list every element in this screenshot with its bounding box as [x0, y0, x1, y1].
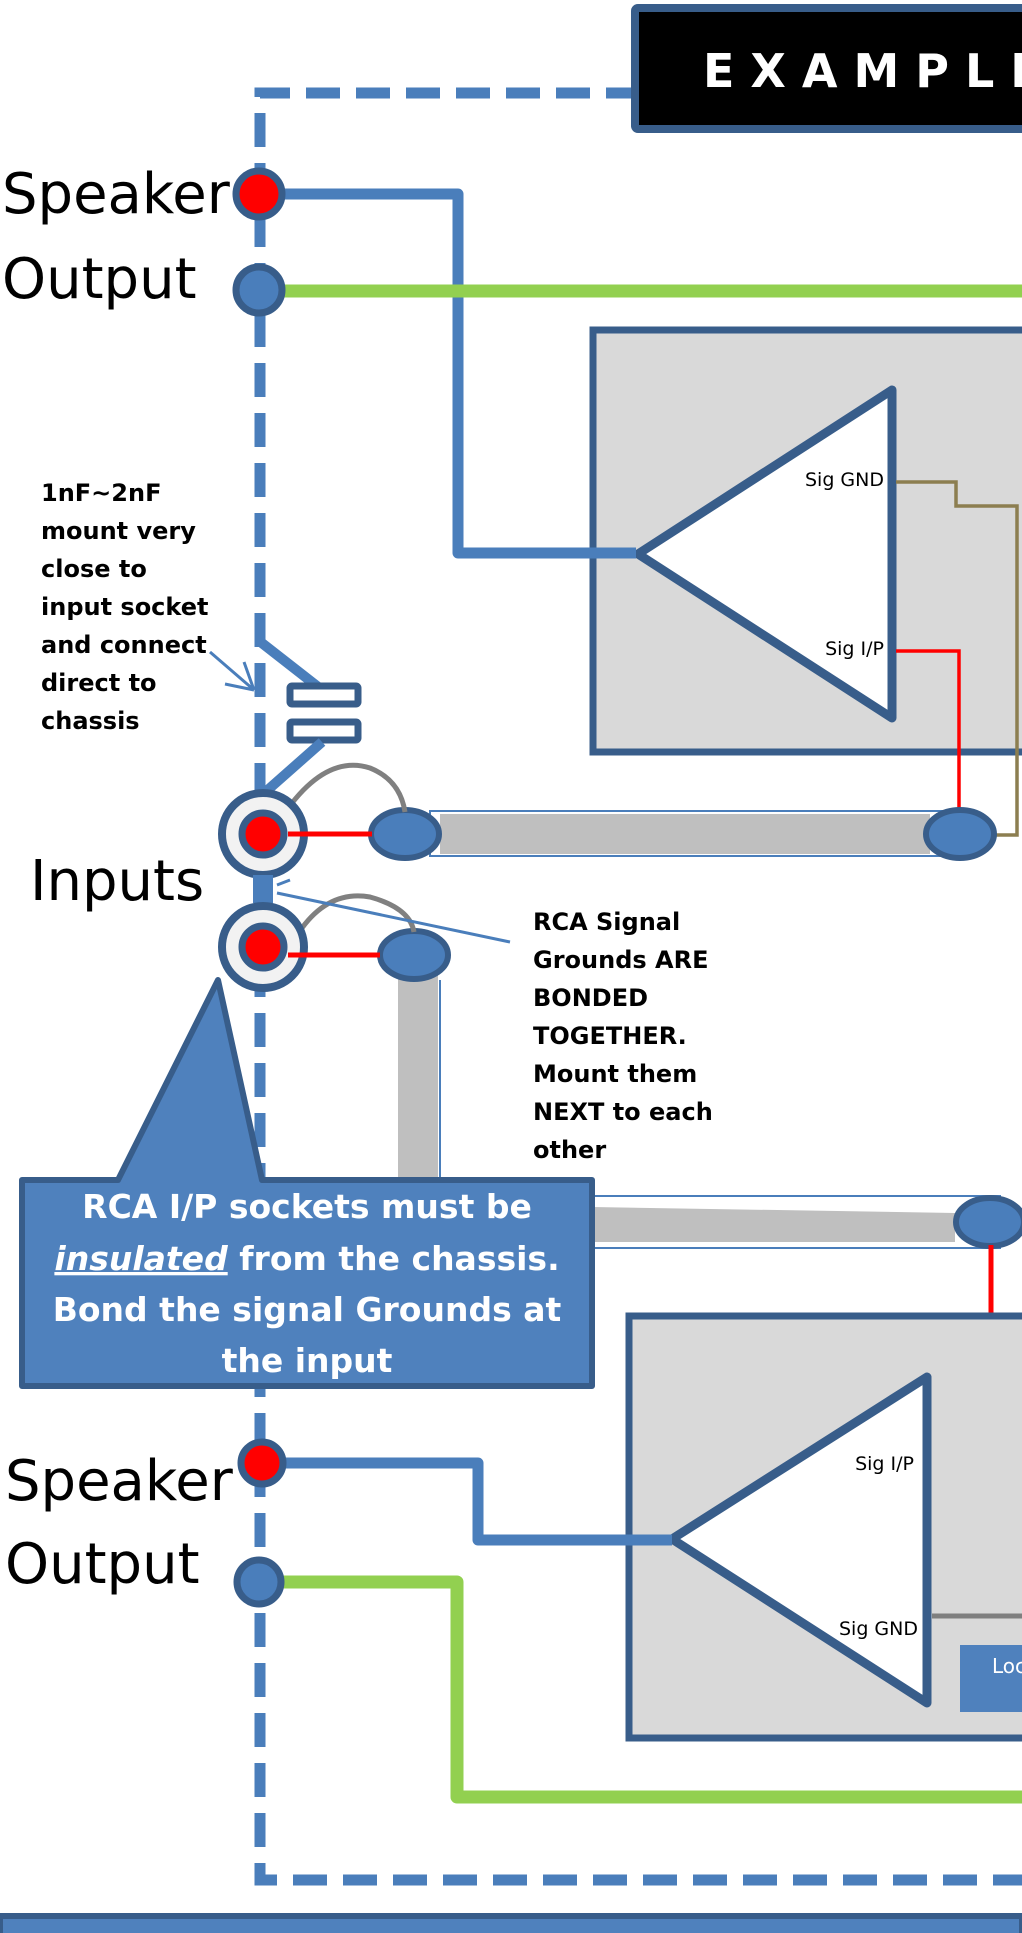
- rca-note: RCA Signal Grounds ARE BONDED TOGETHER. …: [533, 908, 713, 1164]
- amp-bottom-pin-input: Sig I/P: [855, 1453, 914, 1475]
- capacitor: [254, 636, 362, 799]
- speaker-wire-bottom-return: [280, 1575, 1022, 1804]
- svg-text:mount very: mount very: [41, 517, 196, 545]
- speaker-output-top-line2: Output: [2, 247, 197, 312]
- svg-text:TOGETHER.: TOGETHER.: [533, 1022, 687, 1050]
- local-box: [960, 1645, 1022, 1712]
- svg-text:direct to: direct to: [41, 669, 157, 697]
- speaker-terminal-bottom-positive: [237, 1438, 287, 1488]
- bottom-bar: [0, 1913, 1022, 1933]
- amp-top-pin-gnd: Sig GND: [805, 469, 884, 491]
- local-box-label: Loc: [992, 1654, 1022, 1678]
- speaker-terminal-top-positive: [232, 167, 286, 221]
- speaker-wire-top-positive: [280, 188, 636, 559]
- speaker-output-top-line1: Speaker: [2, 162, 231, 227]
- rca-socket-2: [218, 893, 417, 992]
- amp-bottom-pin-gnd: Sig GND: [839, 1618, 918, 1640]
- inputs-label: Inputs: [30, 849, 204, 914]
- shielded-cable-1: [368, 807, 997, 861]
- rca-socket-1: [218, 762, 408, 879]
- svg-text:RCA Signal: RCA Signal: [533, 908, 680, 936]
- speaker-output-bottom-line1: Speaker: [5, 1449, 234, 1514]
- svg-text:Bond the signal Grounds at: Bond the signal Grounds at: [53, 1290, 562, 1329]
- ground-wire-top: [896, 480, 1019, 837]
- svg-text:1nF~2nF: 1nF~2nF: [41, 479, 161, 507]
- svg-text:close to: close to: [41, 555, 147, 583]
- ground-bond-strap: [253, 875, 273, 903]
- insulation-callout: RCA I/P sockets must be insulated from t…: [19, 977, 595, 1389]
- signal-wire-top: [896, 649, 961, 822]
- title-text: EXAMPLE: [703, 44, 1022, 98]
- svg-text:Mount them: Mount them: [533, 1060, 697, 1088]
- speaker-output-bottom-line2: Output: [5, 1532, 200, 1597]
- svg-text:BONDED: BONDED: [533, 984, 648, 1012]
- callout-emphasis: insulated: [54, 1239, 228, 1278]
- title-banner: EXAMPLE: [631, 4, 1022, 133]
- shielded-cable-2: [377, 928, 1022, 1249]
- amplifier-bottom: Sig I/P Sig GND Loc: [625, 1312, 1022, 1742]
- amplifier-top: Sig GND Sig I/P: [589, 326, 1022, 756]
- svg-text:chassis: chassis: [41, 707, 140, 735]
- speaker-terminal-bottom-negative: [233, 1556, 285, 1608]
- capacitor-note: 1nF~2nF mount very close to input socket…: [41, 479, 208, 735]
- svg-text:input socket: input socket: [41, 593, 208, 621]
- svg-text:and connect: and connect: [41, 631, 207, 659]
- svg-text:NEXT to each: NEXT to each: [533, 1098, 713, 1126]
- rca-note-pointer: [276, 878, 511, 944]
- svg-text:insulated from the chassis.: insulated from the chassis.: [54, 1239, 559, 1278]
- svg-text:Grounds ARE: Grounds ARE: [533, 946, 708, 974]
- speaker-terminal-top-negative: [232, 263, 286, 317]
- svg-text:other: other: [533, 1136, 606, 1164]
- amp-top-pin-input: Sig I/P: [825, 638, 884, 660]
- svg-text:RCA I/P sockets must be: RCA I/P sockets must be: [82, 1187, 532, 1226]
- speaker-wire-bottom-positive: [280, 1457, 672, 1546]
- svg-text:the input: the input: [222, 1341, 393, 1380]
- capacitor-note-arrow: [209, 650, 256, 692]
